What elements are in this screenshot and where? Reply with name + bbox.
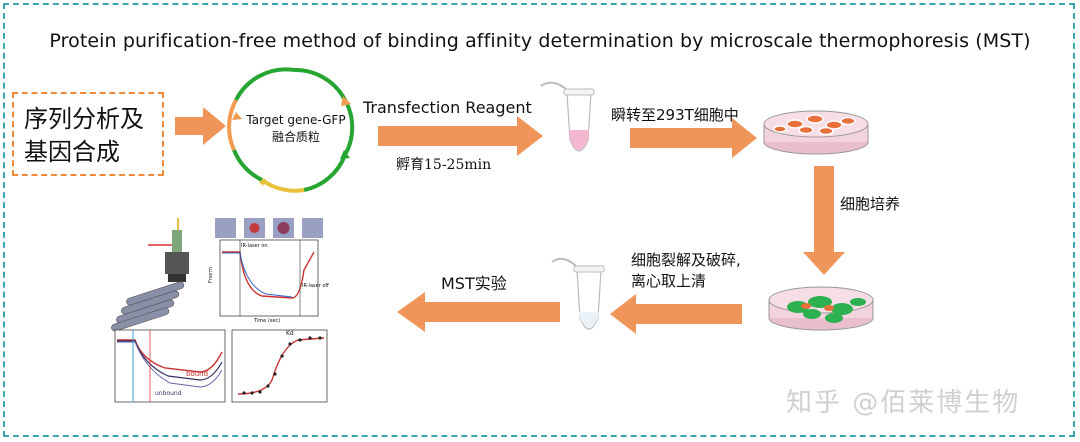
label-laser-off: IR-laser off: [302, 283, 329, 289]
mst-binding-curve-plot: [231, 329, 328, 403]
figure-title: Protein purification-free method of bind…: [49, 30, 1031, 52]
mst-bound-unbound-plot: [114, 329, 226, 403]
arrow-lysis: [610, 294, 742, 334]
plasmid-ring: [227, 67, 355, 193]
arrow-sequence-to-plasmid: [175, 107, 226, 145]
mst-instrument-schematic: [111, 218, 189, 332]
plasmid-label-line2: 融合质粒: [271, 130, 320, 144]
sequence-box: [12, 92, 164, 176]
dashed-frame: [3, 3, 1075, 437]
label-unbound: unbound: [155, 390, 182, 397]
arrow-transfection: [378, 116, 543, 156]
dish-cells: [763, 110, 869, 155]
watermark: 知乎 @佰莱博生物: [786, 388, 1021, 418]
label-laser-on: IR-laser on: [241, 243, 268, 249]
plasmid-label-line1: Target gene-GFP: [246, 113, 346, 127]
label-lysis-line2: 离心取上清: [631, 272, 707, 290]
label-bound: bound: [186, 370, 209, 378]
label-lysis-line1: 细胞裂解及破碎,: [631, 251, 741, 269]
label-incubate: 孵育15-25min: [396, 157, 492, 173]
label-transfection-reagent: Transfection Reagent: [363, 98, 532, 117]
arrow-culture: [803, 166, 845, 275]
sequence-label-line1: 序列分析及: [24, 105, 144, 133]
arrow-transient: [630, 118, 757, 158]
dish-gfp-cells: [768, 286, 874, 331]
label-fnorm: Fnorm: [207, 267, 214, 283]
sequence-label-line2: 基因合成: [24, 138, 120, 166]
arrow-mst: [397, 292, 560, 332]
mst-time-trace-plot: [219, 239, 319, 317]
label-kd: Kd: [286, 330, 294, 337]
tube-clear: [551, 257, 605, 330]
label-transient: 瞬转至293T细胞中: [611, 106, 739, 124]
label-time: Time (sec): [254, 318, 281, 324]
mst-capillary-thumbnails: [215, 218, 323, 238]
sequence-label: 序列分析及 基因合成: [24, 103, 164, 169]
label-mst: MST实验: [441, 274, 507, 293]
label-culture: 细胞培养: [840, 195, 901, 213]
tube-pink: [540, 81, 595, 152]
